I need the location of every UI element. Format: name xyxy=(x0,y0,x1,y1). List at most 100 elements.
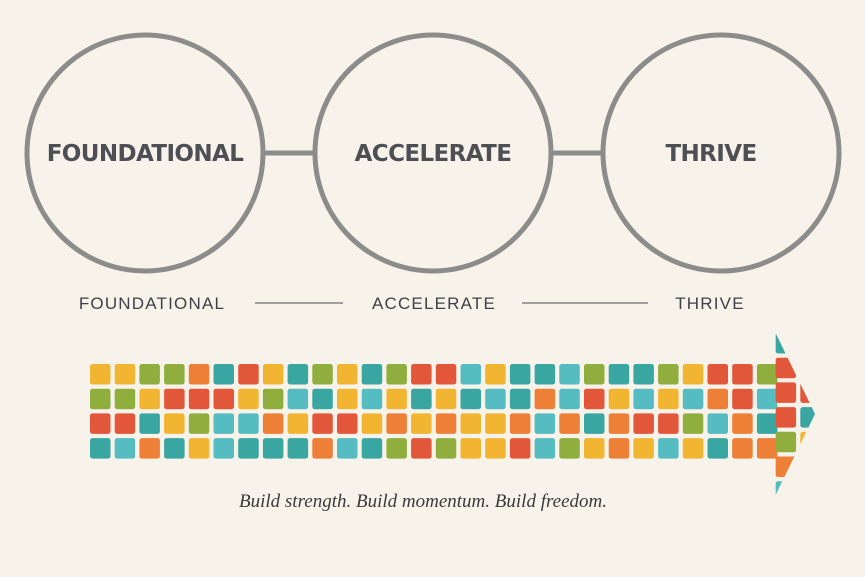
stage-circle-accelerate: ACCELERATE xyxy=(312,32,554,274)
arrow-tile xyxy=(188,438,210,459)
circle-outline xyxy=(312,32,554,274)
arrow-tile xyxy=(633,364,654,385)
arrow-tile xyxy=(460,388,481,410)
arrow-head-tile xyxy=(775,357,797,379)
arrow-tile xyxy=(732,364,753,385)
arrow-tile xyxy=(559,388,580,410)
arrow-tile xyxy=(262,388,284,410)
arrow-tile xyxy=(361,413,383,434)
arrow-tile xyxy=(238,413,259,434)
circle-outline xyxy=(24,32,266,274)
arrow-tile xyxy=(584,364,605,385)
arrow-head-tile xyxy=(775,333,797,354)
arrow-tile xyxy=(559,438,580,459)
arrow-tile xyxy=(213,364,234,385)
circle-outline xyxy=(600,32,842,274)
arrow-tile xyxy=(485,438,506,459)
arrow-tile xyxy=(262,364,284,385)
arrow-tile xyxy=(460,438,481,459)
arrow-tile xyxy=(682,388,704,410)
arrow-tile xyxy=(509,388,531,410)
arrow-tile xyxy=(658,364,679,385)
arrow-tile xyxy=(262,413,284,434)
arrow-tile xyxy=(633,388,654,410)
circle-label-thrive: THRIVE xyxy=(665,141,756,167)
arrow-tile xyxy=(139,388,160,410)
arrow-tile xyxy=(114,413,136,434)
arrow-tile xyxy=(460,413,481,434)
arrow-tile xyxy=(287,388,309,410)
arrow-tile xyxy=(90,388,111,410)
arrow-tile xyxy=(238,388,259,410)
arrow-head xyxy=(775,333,815,495)
arrow-tile xyxy=(485,364,506,385)
arrow-tile xyxy=(287,438,309,459)
arrow-tile xyxy=(534,413,556,434)
arrow-tile xyxy=(337,364,358,385)
arrow-tile xyxy=(114,438,136,459)
arrow-tile xyxy=(509,438,531,459)
arrow-head-tile xyxy=(800,456,815,477)
arrow-tile xyxy=(312,413,333,434)
arrow-tile xyxy=(732,413,753,434)
arrow-tile xyxy=(411,364,432,385)
arrow-tile xyxy=(435,364,457,385)
arrow-tile xyxy=(756,413,778,434)
arrow-tile xyxy=(411,413,432,434)
arrow-tile xyxy=(90,413,111,434)
arrow-tile xyxy=(658,413,679,434)
arrow-tile xyxy=(608,438,630,459)
arrow-tile xyxy=(756,438,778,459)
arrow-tile xyxy=(411,388,432,410)
timeline-label-thrive: THRIVE xyxy=(675,294,745,313)
arrow-tile xyxy=(188,364,210,385)
arrow-tile xyxy=(485,388,506,410)
arrow-tile xyxy=(584,413,605,434)
arrow-tile xyxy=(485,413,506,434)
arrow-tile xyxy=(707,438,728,459)
arrow-tile xyxy=(337,413,358,434)
arrow-tile xyxy=(756,364,778,385)
arrow-head-tile xyxy=(775,481,797,495)
arrow-tile xyxy=(386,413,407,434)
arrow-tile xyxy=(238,364,259,385)
arrow-tile xyxy=(682,364,704,385)
arrow-tile xyxy=(707,413,728,434)
arrow-tile xyxy=(114,364,136,385)
arrow-head-tile xyxy=(800,431,815,453)
arrow-tile xyxy=(633,438,654,459)
arrow-tile xyxy=(559,364,580,385)
arrow-tile xyxy=(188,413,210,434)
arrow-tile xyxy=(608,364,630,385)
arrow-tile xyxy=(509,364,531,385)
arrow-tile xyxy=(164,388,185,410)
arrow-tile xyxy=(435,388,457,410)
arrow-tile xyxy=(732,388,753,410)
arrow-tile xyxy=(139,413,160,434)
timeline-label-foundational: FOUNDATIONAL xyxy=(79,294,225,313)
arrow-head-tile xyxy=(775,456,797,477)
arrow-tile xyxy=(707,388,728,410)
arrow-tile xyxy=(584,388,605,410)
arrow-head-tile xyxy=(800,407,815,428)
arrow-tile xyxy=(164,413,185,434)
arrow-tile xyxy=(139,364,160,385)
arrow-tile xyxy=(386,364,407,385)
arrow-tile xyxy=(312,364,333,385)
arrow-head-tile xyxy=(800,333,815,354)
arrow-head-tile xyxy=(800,481,815,495)
arrow-tile xyxy=(682,438,704,459)
circle-label-foundational: FOUNDATIONAL xyxy=(47,141,245,167)
arrow-tile xyxy=(386,438,407,459)
arrow-tile xyxy=(658,388,679,410)
arrow-tile xyxy=(435,438,457,459)
arrow-tile xyxy=(460,364,481,385)
arrow-tile xyxy=(213,413,234,434)
arrow-tile xyxy=(411,438,432,459)
arrow-tile xyxy=(337,388,358,410)
arrow-tile xyxy=(707,364,728,385)
arrow-tile xyxy=(608,388,630,410)
arrow-tile xyxy=(361,438,383,459)
